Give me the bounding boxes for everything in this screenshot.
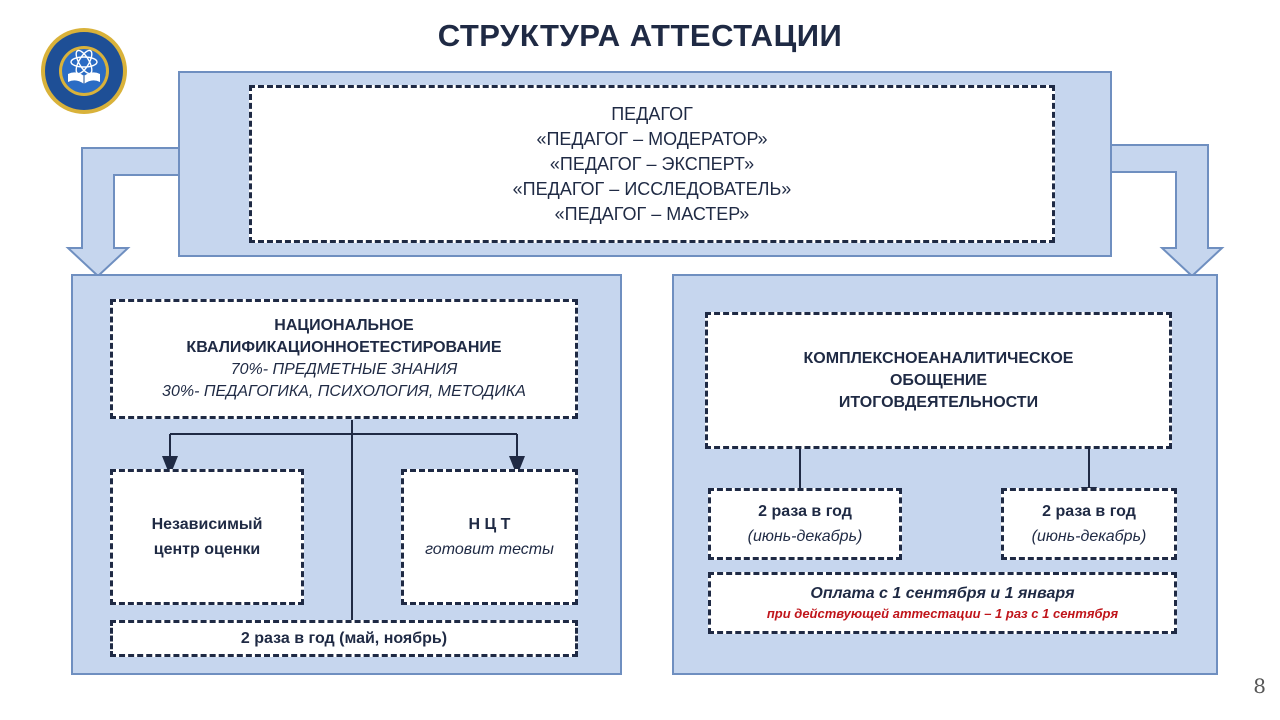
schedule-months: (июнь-декабрь) [747,528,863,545]
right-schedule-box-a: 2 раза в год (июнь-декабрь) [708,488,902,560]
national-testing-box: НАЦИОНАЛЬНОЕ КВАЛИФИКАЦИОННОЕТЕСТИРОВАНИ… [110,299,578,419]
category-line: «ПЕДАГОГ – МАСТЕР» [554,203,750,224]
right-schedule-box-b: 2 раза в год (июнь-декабрь) [1001,488,1177,560]
left-schedule-label: 2 раза в год (май, ноябрь) [240,629,448,647]
analytical-summary-title: ИТОГОВДЕЯТЕЛЬНОСТИ [838,393,1039,411]
payment-label: Оплата с 1 сентября и 1 января [810,585,1075,602]
category-line: ПЕДАГОГ [611,103,693,124]
category-line: «ПЕДАГОГ – МОДЕРАТОР» [536,128,768,149]
nct-label: Н Ц Т [468,516,511,533]
national-testing-title: НАЦИОНАЛЬНОЕ [274,317,414,334]
left-flow-arrow-icon [65,147,178,278]
page-title: СТРУКТУРА АТТЕСТАЦИИ [437,18,843,53]
pedagogy-share: 30%- ПЕДАГОГИКА, ПСИХОЛОГИЯ, МЕТОДИКА [162,383,526,400]
payment-note: при действующей аттестации – 1 раз с 1 с… [766,606,1119,621]
subject-knowledge-share: 70%- ПРЕДМЕТНЫЕ ЗНАНИЯ [230,361,458,378]
left-schedule-box: 2 раза в год (май, ноябрь) [110,620,578,657]
analytical-summary-box: КОМПЛЕКСНОЕАНАЛИТИЧЕСКОЕ ОБОЩЕНИЕ ИТОГОВ… [705,312,1172,449]
schedule-frequency: 2 раза в год [1042,503,1136,520]
independent-center-label: Независимый [151,516,263,533]
national-testing-title: КВАЛИФИКАЦИОННОЕТЕСТИРОВАНИЕ [186,339,502,356]
schedule-months: (июнь-декабрь) [1031,528,1147,545]
schedule-frequency: 2 раза в год [758,503,852,520]
nct-description: готовит тесты [425,541,554,558]
teacher-categories-box: ПЕДАГОГ «ПЕДАГОГ – МОДЕРАТОР» «ПЕДАГОГ –… [249,85,1055,243]
independent-center-box: Независимый центр оценки [110,469,304,605]
right-flow-arrow-icon [1112,144,1225,278]
page-number: 8 [1253,674,1266,698]
analytical-summary-title: ОБОЩЕНИЕ [889,371,988,389]
analytical-summary-title: КОМПЛЕКСНОЕАНАЛИТИЧЕСКОЕ [803,349,1074,367]
category-line: «ПЕДАГОГ – ЭКСПЕРТ» [549,153,755,174]
payment-box: Оплата с 1 сентября и 1 января при дейст… [708,572,1177,634]
category-line: «ПЕДАГОГ – ИССЛЕДОВАТЕЛЬ» [512,178,792,199]
independent-center-label: центр оценки [153,541,261,558]
ministry-emblem-icon [32,26,136,116]
nct-box: Н Ц Т готовит тесты [401,469,578,605]
